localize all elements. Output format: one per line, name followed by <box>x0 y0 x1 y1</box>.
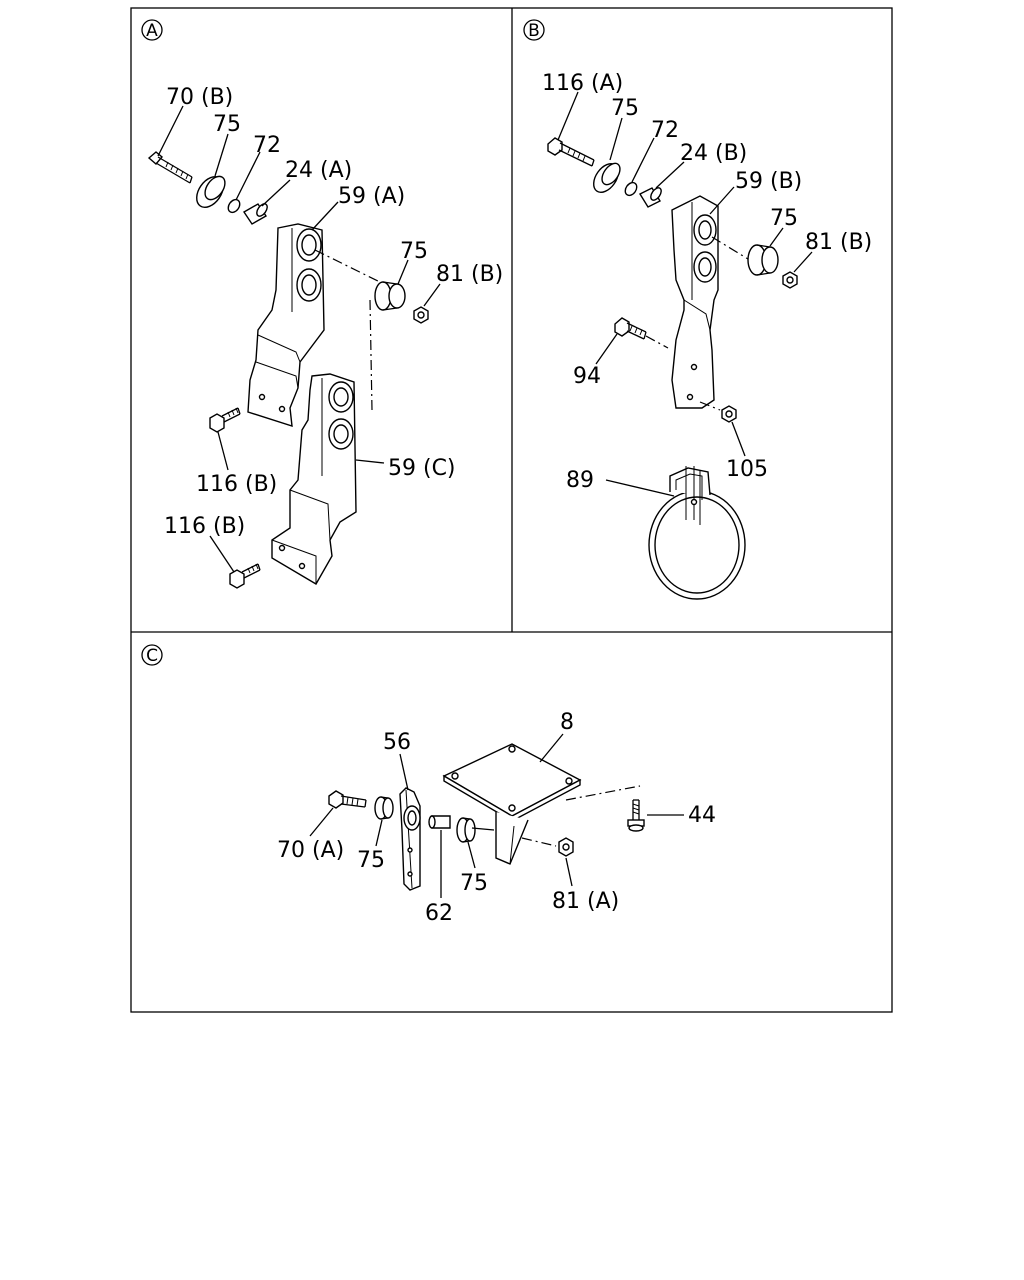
clamp-89-part <box>648 466 746 600</box>
label-81b-b: 81 (B) <box>805 230 872 255</box>
nut-81b-part <box>413 306 429 324</box>
bolt-116a-part <box>547 137 595 167</box>
washer-75-left-part-c <box>374 796 394 820</box>
panel-a-letter: A <box>146 21 158 41</box>
collar-24b-part <box>639 187 662 208</box>
label-116b-upper: 116 (B) <box>196 472 277 497</box>
panel-a: A <box>141 19 503 589</box>
label-24b: 24 (B) <box>680 141 747 166</box>
bolt-116b-lower-part <box>229 563 261 589</box>
bracket-59a-part <box>247 223 325 427</box>
washer-75-right-part-c <box>456 817 476 843</box>
washer-75-part-b <box>592 162 621 194</box>
panel-c-marker: C <box>141 644 163 666</box>
washer-72-part-b <box>624 181 638 197</box>
leaders-a <box>157 105 441 573</box>
bolt-116b-upper-part <box>209 407 241 433</box>
label-62: 62 <box>425 901 453 926</box>
panel-frames <box>130 7 893 1013</box>
label-56: 56 <box>383 730 411 755</box>
label-75-right-a: 75 <box>400 239 428 264</box>
label-116b-lower: 116 (B) <box>164 514 245 539</box>
panel-b: B <box>523 19 872 600</box>
bracket-56-part <box>399 787 421 891</box>
label-24a: 24 (A) <box>285 158 352 183</box>
panel-b-marker: B <box>523 19 545 41</box>
label-8: 8 <box>560 710 574 735</box>
label-116a: 116 (A) <box>542 71 623 96</box>
label-72-a: 72 <box>253 133 281 158</box>
label-44: 44 <box>688 803 716 828</box>
washer-75-part <box>196 175 226 208</box>
nut-105-part <box>699 401 737 423</box>
nut-81b-part-b <box>782 271 798 289</box>
label-59b: 59 (B) <box>735 169 802 194</box>
bracket-59b-part <box>671 195 719 409</box>
leaders-b <box>557 91 813 497</box>
label-89: 89 <box>566 468 594 493</box>
label-81b-a: 81 (B) <box>436 262 503 287</box>
bolt-70b-part <box>147 151 193 184</box>
centerline-c-44 <box>565 785 641 801</box>
washer-75-right-part-b <box>747 244 779 276</box>
label-59a: 59 (A) <box>338 184 405 209</box>
collar-24a-part <box>243 203 268 225</box>
panel-c-letter: C <box>146 646 158 666</box>
washer-75-right-part <box>374 281 406 311</box>
centerline-a <box>314 249 387 411</box>
label-94: 94 <box>573 364 601 389</box>
label-72-b: 72 <box>651 118 679 143</box>
label-105: 105 <box>726 457 768 482</box>
washer-72-part <box>227 198 241 214</box>
label-81a: 81 (A) <box>552 889 619 914</box>
plate-8-part <box>442 743 582 865</box>
label-75-right-c: 75 <box>460 871 488 896</box>
centerline-b <box>711 236 749 260</box>
bolt-70a-part <box>328 790 367 809</box>
bracket-59c-part <box>271 373 357 585</box>
label-59c: 59 (C) <box>388 456 456 481</box>
nut-81a-part <box>521 837 574 857</box>
label-70a: 70 (A) <box>277 838 344 863</box>
label-75-top-b: 75 <box>611 96 639 121</box>
bolt-44-part <box>627 799 645 832</box>
label-75-top-a: 75 <box>213 112 241 137</box>
collar-62-part <box>428 815 451 829</box>
panel-a-marker: A <box>141 19 163 41</box>
label-75-left-c: 75 <box>357 848 385 873</box>
panel-c: C <box>141 644 716 926</box>
leaders-c <box>309 733 684 898</box>
bolt-94-part <box>614 317 669 349</box>
label-70b: 70 (B) <box>166 85 233 110</box>
panel-b-letter: B <box>528 21 540 41</box>
label-75-right-b: 75 <box>770 206 798 231</box>
